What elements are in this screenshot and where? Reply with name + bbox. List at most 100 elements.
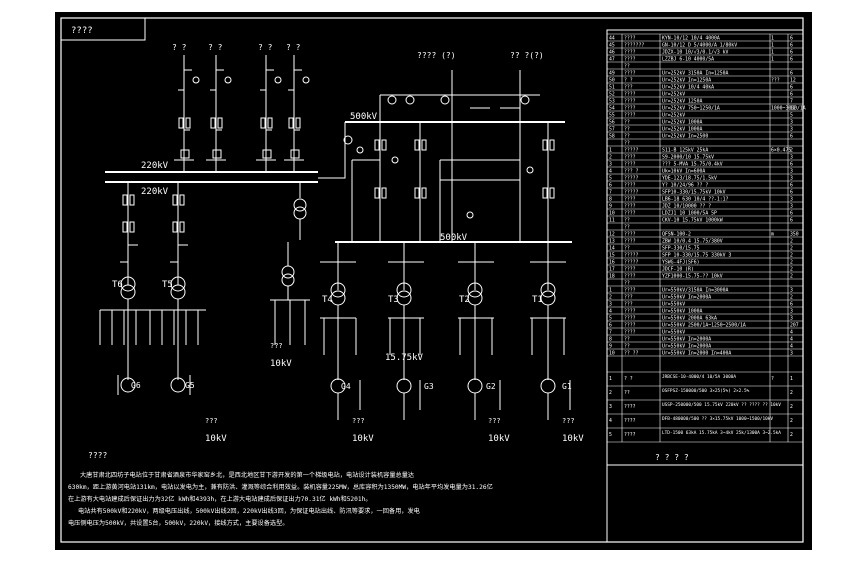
table-cell-no: 14	[609, 246, 615, 252]
table-cell-name: ?????	[624, 260, 639, 266]
table-cell-count: 5	[790, 113, 793, 119]
table-cell-name: ????	[624, 57, 636, 63]
table-cell-no: 4	[609, 309, 612, 315]
feeder-220-group	[174, 55, 310, 172]
table-cell-count: 3	[790, 351, 793, 357]
table-cell-name: ????	[624, 239, 636, 245]
table-cell-qty: 1	[771, 57, 774, 63]
diagram-labels: 220kV 220kV 500kV 500kV ? ? ? ? ? ? ? ? …	[112, 43, 584, 444]
notes-line-4: 电站共有500kV和220kV，两级电压出线，500kV出线2回，220kV出线…	[78, 507, 420, 515]
table-cell-spec: Ur=550kV 2500/1A~1250~2500/1A	[662, 323, 746, 329]
table-cell-spec: Ur=550kV In=2000 In=400A	[662, 351, 731, 357]
table-cell-spec: JDCF-10 (R)	[662, 267, 694, 273]
table-cell-name: ????	[624, 106, 636, 112]
table-cell-name: ????	[624, 418, 636, 424]
table-cell-name: ??	[624, 120, 630, 126]
table-cell-spec: Ur=550kV	[662, 330, 685, 336]
table-cell-name: ????	[624, 274, 636, 280]
table-cell-spec: GN-10/12 D 5/4000/A 1/80kV	[662, 43, 737, 49]
generator-G4: G4	[341, 382, 351, 391]
table-cell-name: ?????	[624, 253, 639, 259]
table-cell-name: ????	[624, 204, 636, 210]
transformer-T2: T2	[459, 295, 470, 305]
table-cell-name: ????	[624, 99, 636, 105]
table-cell-spec: SFP-330/15.75	[662, 246, 700, 252]
line-500-label-1: ???? (?)	[417, 51, 456, 60]
table-cell-no: 1	[609, 288, 612, 294]
table-cell-count: 6	[790, 183, 793, 189]
table-cell-spec: Ur=252kV 1250A	[662, 99, 703, 105]
table-cell-name: ????	[624, 404, 636, 410]
table-cell-spec: Ur=550kV 1000A	[662, 309, 703, 315]
table-cell-count: 2	[790, 274, 793, 280]
table-cell-name: ??	[624, 344, 630, 350]
table-cell-name: ??	[624, 337, 630, 343]
table-cell-count: 3	[790, 309, 793, 315]
table-cell-count: 6	[790, 190, 793, 196]
generator-G6: G6	[131, 381, 141, 390]
table-cell-name: ?? ??	[624, 351, 639, 357]
table-cell-spec: Ur=252kV 1000A	[662, 127, 703, 133]
table-cell-count: 3	[790, 288, 793, 294]
small-mark-e: ???	[562, 417, 575, 425]
gen-voltage-label: 15.75kV	[385, 353, 424, 363]
table-cell-count: 3	[790, 197, 793, 203]
bus-500-upper-label: 500kV	[350, 112, 378, 122]
table-cell-no: 6	[609, 323, 612, 329]
table-cell-count: 6	[790, 211, 793, 217]
table-cell-spec: S11-B 125kV 25kA	[662, 148, 708, 154]
table-cell-name: ????	[624, 211, 636, 217]
table-cell-spec: Ur=252kV 1000A	[662, 120, 703, 126]
table-cell-count: 2	[790, 432, 793, 438]
table-cell-no: 6	[609, 183, 612, 189]
table-cell-no: 3	[609, 162, 612, 168]
table-cell-spec: YZF1000-15.75-?? 10kV	[662, 274, 723, 280]
table-cell-name: ????	[624, 267, 636, 273]
line-500-label-2: ?? ?(?)	[510, 51, 544, 60]
small-mark-a: ???	[270, 342, 283, 350]
table-cell-spec: DFB-480000/500 ?? 3×15.75kV 1000~1500/10…	[662, 416, 773, 422]
table-cell-spec: JDZ 10/10000 ?? ?	[662, 204, 711, 210]
table-cell-count: 3	[790, 204, 793, 210]
table-cell-spec: LDZJ1 10 1000/5A 5P	[662, 211, 717, 217]
table-cell-name: ? ?	[624, 376, 633, 382]
table-cell-no: 9	[609, 344, 612, 350]
table-cell-spec: Ur=550kV In=2000A	[662, 344, 711, 350]
table-cell-qty: 1	[771, 36, 774, 42]
table-cell-count: 6	[790, 85, 793, 91]
line-label-3: ? ?	[258, 43, 273, 52]
table-cell-count: 6	[790, 43, 793, 49]
table-cell-count: 6	[790, 134, 793, 140]
table-cell-no: 1	[609, 376, 612, 382]
table-cell-spec: YSWG-4FJ(SF6)	[662, 260, 700, 266]
table-cell-count: 2	[790, 267, 793, 273]
table-cell-count: 6	[790, 50, 793, 56]
table-cell-name: ? ?	[624, 78, 633, 84]
table-cell-no: 45	[609, 43, 615, 49]
table-cell-count: 12	[790, 106, 796, 112]
table-cell-count: 6	[790, 57, 793, 63]
table-cell-spec: LB6-18 630 10/4 ??-1:1?	[662, 197, 729, 203]
table-cell-qty: 1000~3000/1A	[771, 106, 806, 112]
table-cell-no: 54	[609, 106, 615, 112]
table-cell-count: 2	[790, 390, 793, 396]
table-cell-qty: 1	[771, 43, 774, 49]
title-box	[60, 17, 146, 41]
table-cell-spec: Ur=550kV	[662, 302, 685, 308]
table-cell-count: 2	[790, 239, 793, 245]
aux-10kv-2: 10kV	[488, 434, 510, 444]
table-cell-spec: ??? 5-MVA 15.75/0.4kV	[662, 162, 723, 168]
table-cell-no: 52	[609, 92, 615, 98]
table-cell-count: 3	[790, 127, 793, 133]
small-mark-d: ???	[488, 417, 501, 425]
table-cell-name: ????	[624, 197, 636, 203]
table-cell-count: 2	[790, 246, 793, 252]
line-label-4: ? ?	[286, 43, 301, 52]
table-cell-no: 7	[609, 190, 612, 196]
table-cell-name: ?????	[624, 190, 639, 196]
table-cell-name: ????	[624, 316, 636, 322]
table-cell-spec: Ur=550kV In=2000A	[662, 295, 711, 301]
table-cell-spec: Ur=252kV In=2500	[662, 134, 708, 140]
